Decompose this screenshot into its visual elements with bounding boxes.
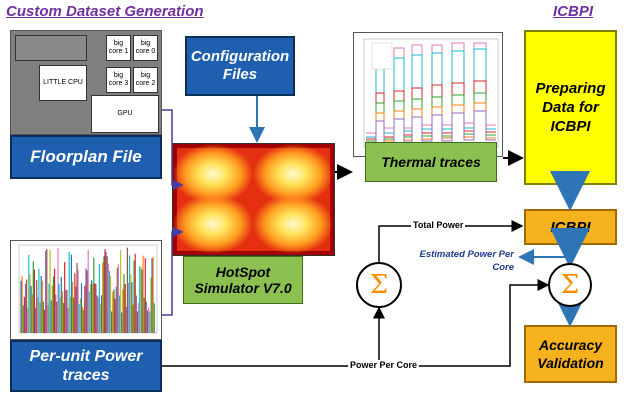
total-power-label: Total Power [411, 220, 466, 230]
accuracy-validation-box: Accuracy Validation [524, 325, 617, 383]
floorplan-panel: LITTLE CPU big core 1 big core 0 big cor… [10, 30, 162, 135]
power-per-core-arrow [162, 279, 550, 367]
icbpi-title: ICBPI [553, 3, 594, 20]
preparing-data-box: Preparing Data for ICBPI [524, 30, 617, 185]
sigma-icon-left: Σ [369, 270, 389, 300]
dataset-generation-title: Custom Dataset Generation [6, 3, 204, 20]
thermal-traces-box: Thermal traces [365, 142, 497, 182]
sum-node-right [548, 263, 592, 307]
power-traces-chart [10, 240, 162, 340]
estimated-power-label: Estimated Power Per Core [419, 249, 514, 273]
power-plot-image [18, 244, 158, 334]
total-power-arrow [378, 220, 524, 263]
hotspot-simulator-box: HotSpot Simulator V7.0 [183, 256, 303, 304]
power-to-hotspot-arrow [162, 226, 184, 316]
big-core-1-block: big core 1 [106, 35, 131, 61]
floorplan-to-hotspot-arrow [162, 109, 184, 191]
power-per-core-label: Power Per Core [348, 360, 420, 370]
little-cpu-block: LITTLE CPU [39, 65, 87, 101]
sigma-icon-right: Σ [560, 270, 580, 300]
configuration-files-box: Configuration Files [185, 36, 295, 96]
big-core-0-block: big core 0 [133, 35, 158, 61]
per-unit-power-traces-box: Per-unit Power traces [10, 340, 162, 392]
hotspot-heatmap [172, 143, 335, 256]
floorplan-file-box: Floorplan File [10, 135, 162, 179]
thermal-plot-image [363, 38, 499, 148]
gpu-block: GPU [91, 95, 159, 133]
sum-node-left [356, 262, 402, 308]
big-core-2-block: big core 2 [133, 67, 158, 93]
heatmap-image [173, 144, 334, 255]
big-core-3-block: big core 3 [106, 67, 131, 93]
floorplan-blank-block [15, 35, 87, 61]
